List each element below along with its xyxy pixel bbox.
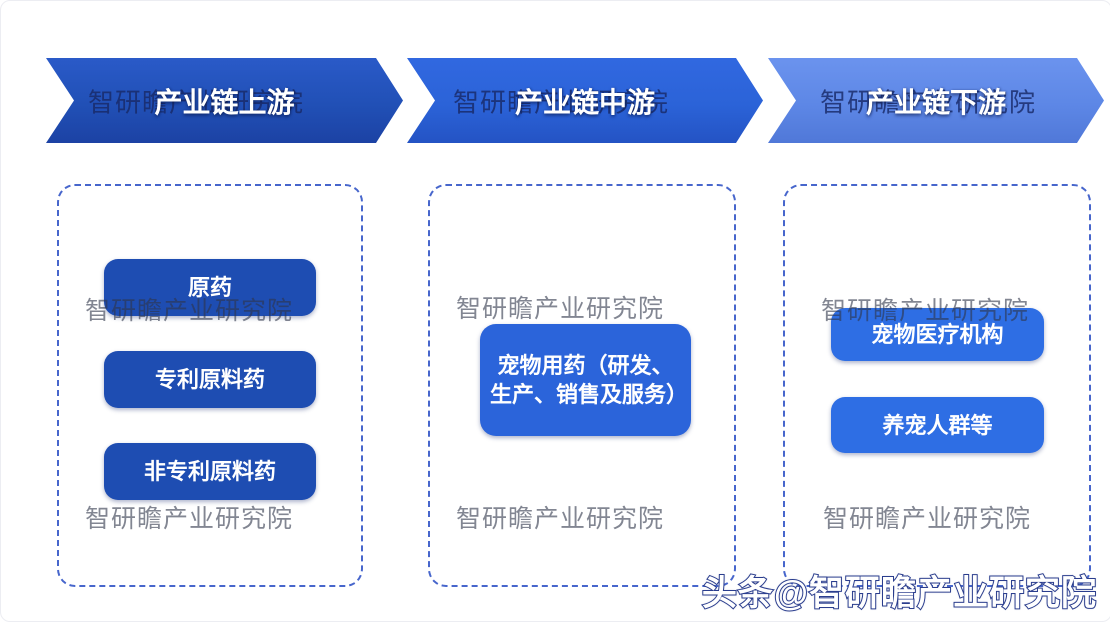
- stage-title-downstream: 产业链下游: [865, 86, 1007, 118]
- arrow-watermark: 智研瞻产业研究院: [88, 87, 305, 117]
- midstream-item-pet-medicine: 宠物用药（研发、生产、销售及服务）: [480, 324, 691, 436]
- downstream-item-pet-medical: 宠物医疗机构: [831, 308, 1044, 361]
- toutiao-channel-logo: 头条@智研瞻产业研究院: [701, 573, 1097, 614]
- arrow-upstream: 智研瞻产业研究院 产业链上游: [46, 58, 403, 143]
- downstream-item-pet-owners: 养宠人群等: [831, 397, 1044, 453]
- upstream-item-nonpatented-api: 非专利原料药: [104, 443, 316, 500]
- brand-watermark: 智研瞻产业研究院: [823, 505, 1032, 533]
- stage-title-upstream: 产业链上游: [154, 86, 295, 118]
- brand-watermark: 智研瞻产业研究院: [456, 295, 665, 323]
- brand-watermark: 智研瞻产业研究院: [85, 505, 294, 533]
- midstream-group-frame: [428, 184, 736, 587]
- brand-watermark: 智研瞻产业研究院: [456, 505, 665, 533]
- arrow-watermark: 智研瞻产业研究院: [453, 87, 670, 117]
- arrow-watermark: 智研瞻产业研究院: [820, 87, 1037, 117]
- arrow-downstream: 智研瞻产业研究院 产业链下游: [768, 58, 1104, 143]
- downstream-group-frame: [783, 184, 1091, 587]
- stage-title-midstream: 产业链中游: [514, 86, 656, 118]
- upstream-group-frame: [57, 184, 363, 587]
- arrow-midstream: 智研瞻产业研究院 产业链中游: [407, 58, 763, 143]
- brand-watermark: 智研瞻产业研究院: [821, 297, 1030, 325]
- upstream-item-patented-api: 专利原料药: [104, 351, 316, 408]
- upstream-item-raw-drug: 原药: [104, 259, 316, 316]
- brand-watermark: 智研瞻产业研究院: [85, 297, 294, 325]
